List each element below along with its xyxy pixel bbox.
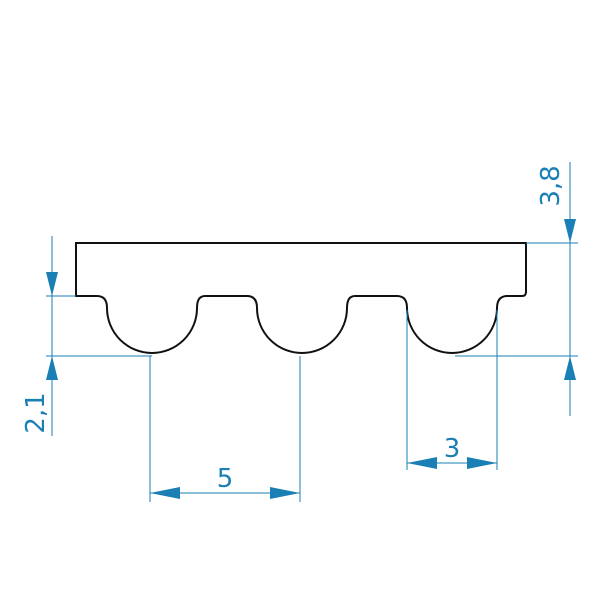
arrow-tooth-height-top bbox=[46, 272, 58, 296]
arrow-total-height-bottom bbox=[564, 356, 576, 380]
arrow-tooth-height-bottom bbox=[46, 356, 58, 380]
arrow-pitch-right bbox=[270, 487, 300, 499]
dim-label-total-height: 3,8 bbox=[536, 165, 566, 206]
arrow-pitch-left bbox=[150, 487, 180, 499]
arrow-total-height-top bbox=[564, 219, 576, 243]
arrowheads bbox=[46, 219, 576, 499]
arrow-width-right bbox=[467, 457, 497, 469]
belt-profile-outline bbox=[75, 242, 527, 354]
arrow-width-left bbox=[407, 457, 437, 469]
dim-label-tooth-height: 2,1 bbox=[21, 392, 51, 433]
dim-label-tooth-width: 3 bbox=[444, 434, 461, 464]
dim-label-pitch: 5 bbox=[217, 464, 234, 494]
extension-lines bbox=[46, 242, 578, 502]
